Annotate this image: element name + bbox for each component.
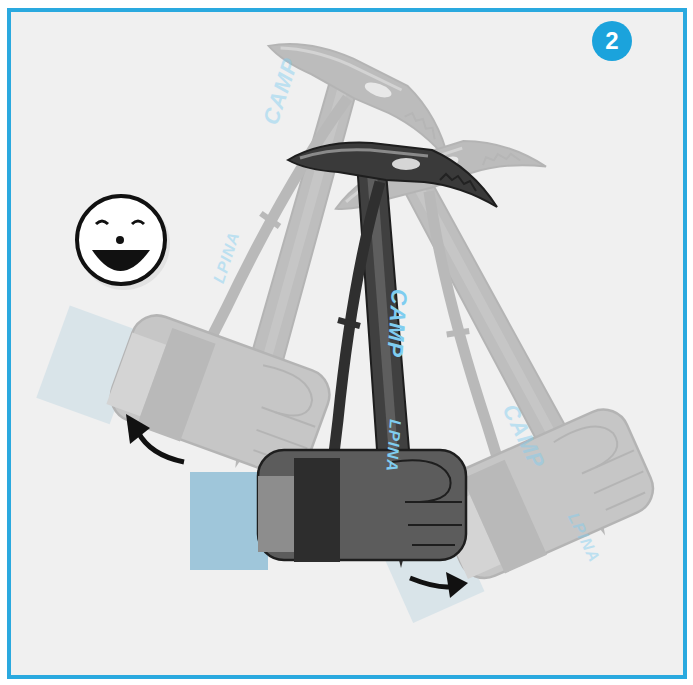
callout-number: 2 — [605, 27, 618, 55]
callout-circle: 2 — [592, 21, 632, 61]
brand-text: CAMP — [381, 288, 412, 358]
brand-text: LPINA — [382, 419, 404, 473]
